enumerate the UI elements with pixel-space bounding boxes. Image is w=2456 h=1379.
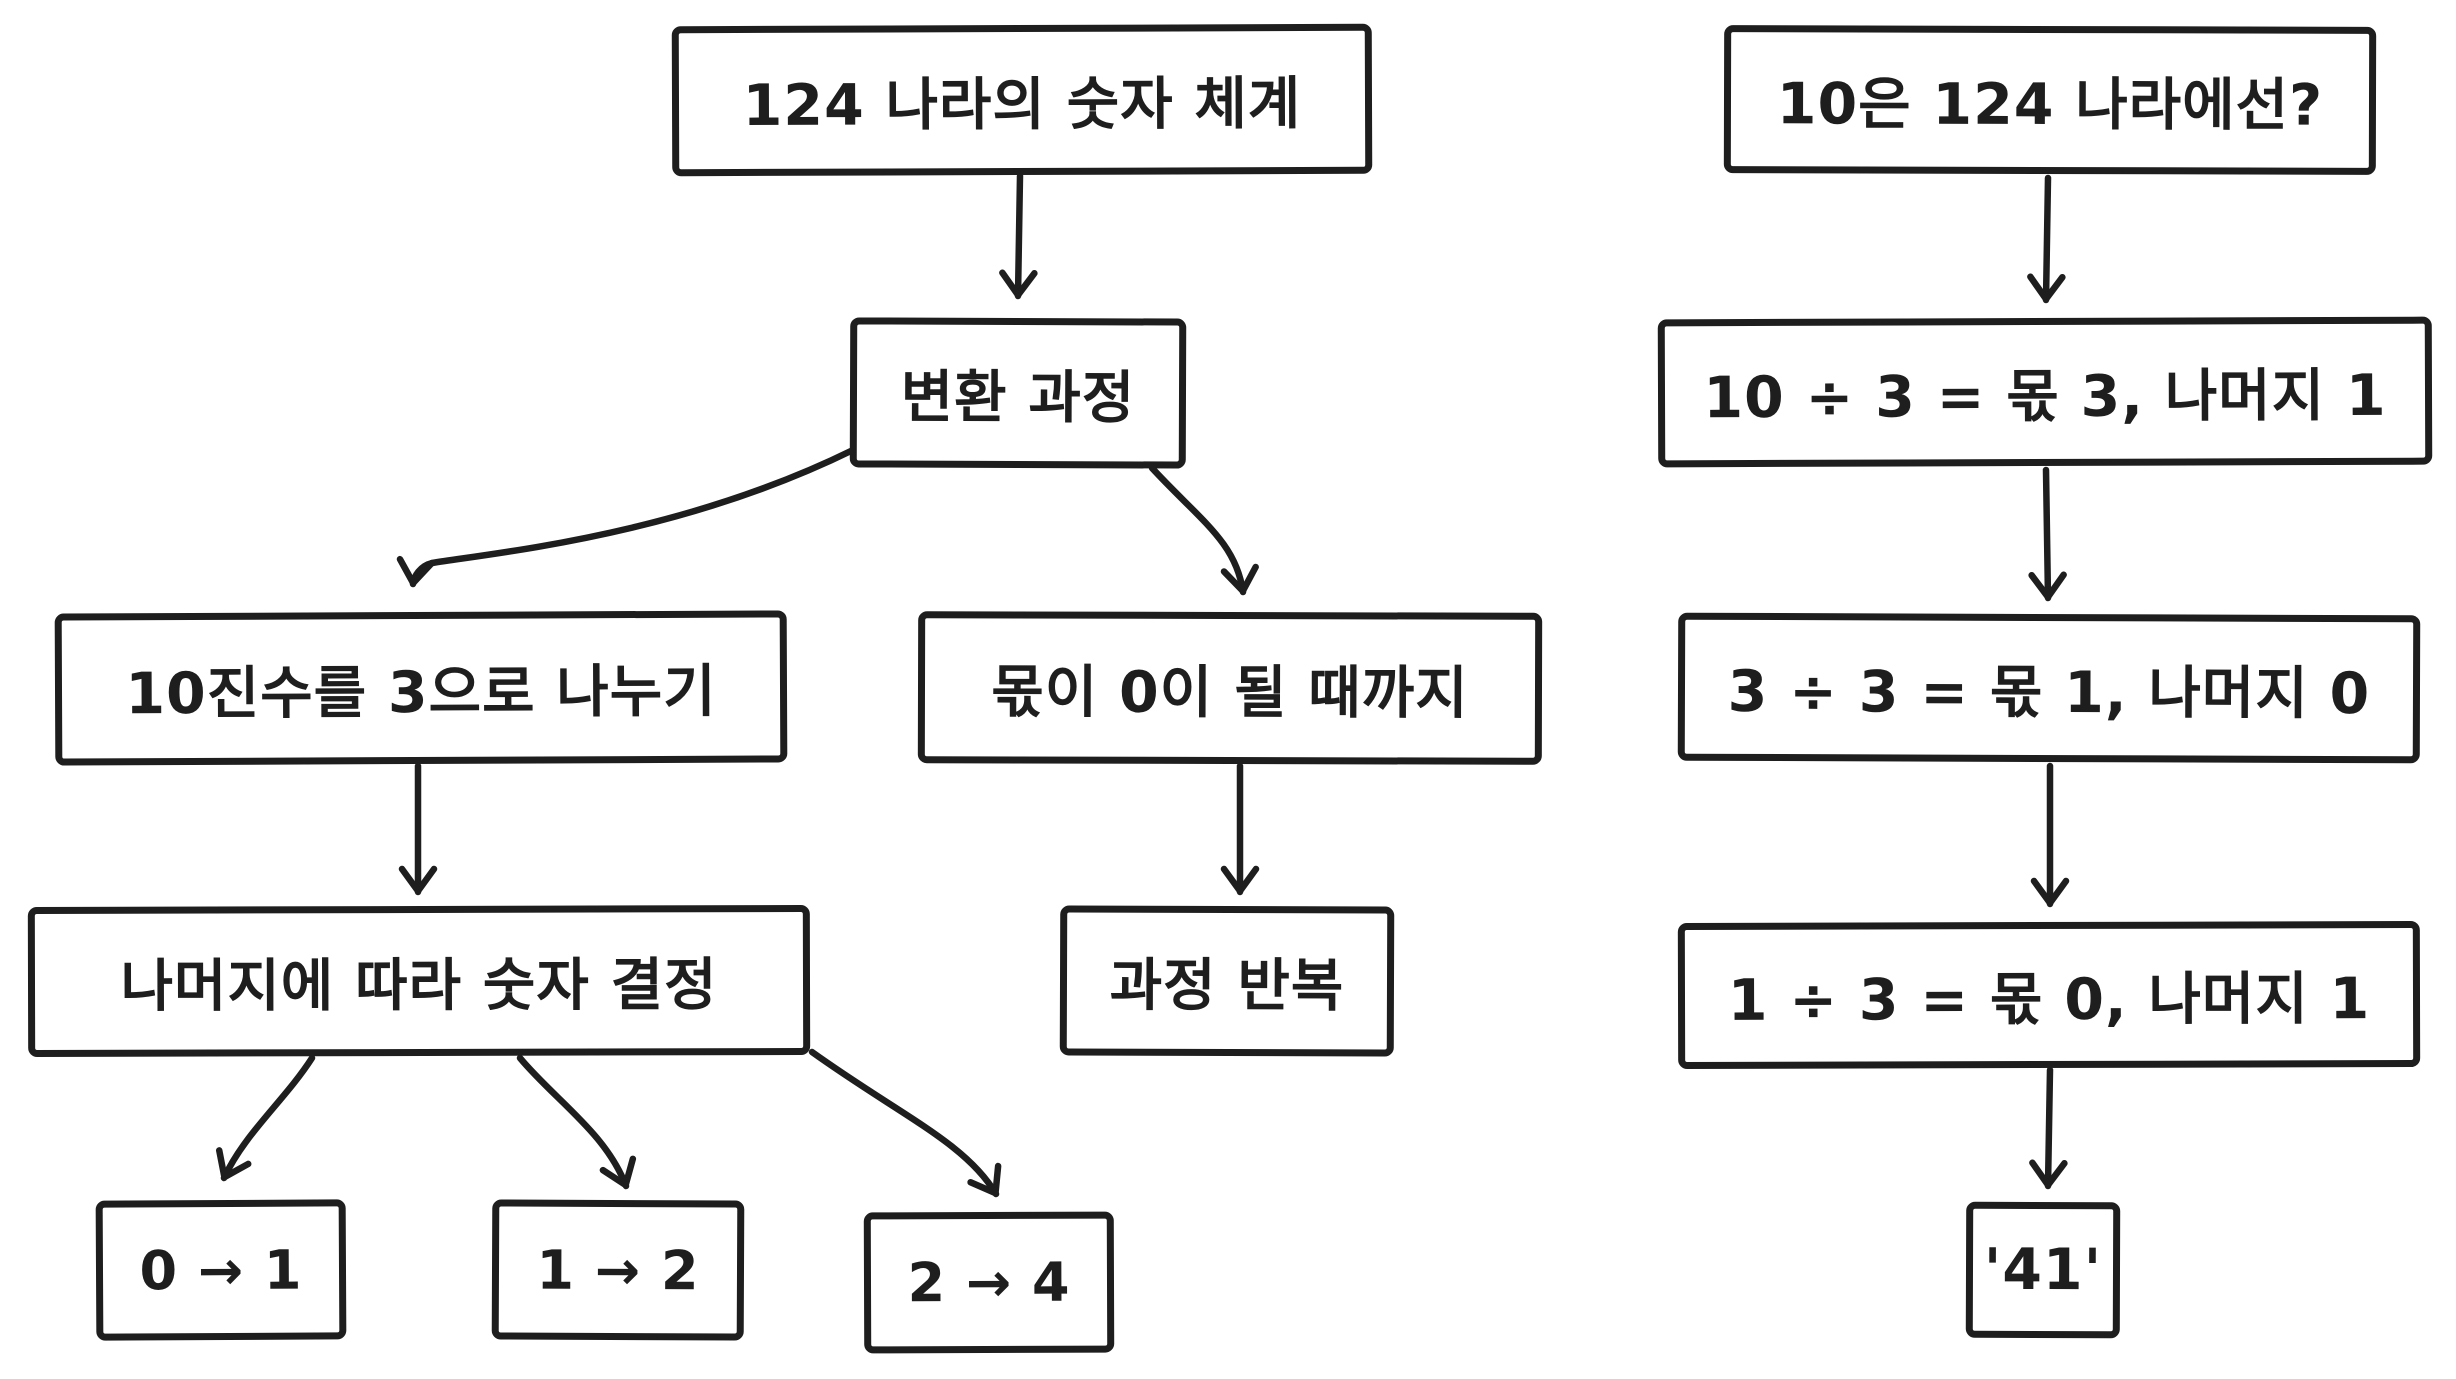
node-question-10-in-124-label: 10은 124 나라에선? (1776, 71, 2324, 139)
node-mapping-2-to-4-label: 2 → 4 (907, 1250, 1071, 1315)
arrow-step1-to-step2 (2028, 466, 2067, 602)
arrow-remainder-to-map1 (516, 1054, 637, 1190)
arrow-remainder-to-map2 (808, 1048, 1002, 1198)
node-mapping-0-to-1: 0 → 1 (95, 1199, 347, 1341)
node-mapping-2-to-4: 2 → 4 (863, 1211, 1115, 1354)
node-result-41: '41' (1965, 1201, 2121, 1339)
arrow-process-to-until-zero (1148, 464, 1259, 596)
node-mapping-1-to-2: 1 → 2 (491, 1199, 745, 1341)
arrow-title-to-process (999, 172, 1038, 300)
node-remainder-decides-digit: 나머지에 따라 숫자 결정 (27, 904, 811, 1058)
node-step-3-div-3-label: 3 ÷ 3 = 몫 1, 나머지 0 (1727, 658, 2371, 728)
node-repeat-process-label: 과정 반복 (1109, 952, 1345, 1020)
arrow-remainder-to-map0 (215, 1054, 316, 1182)
node-step-3-div-3: 3 ÷ 3 = 몫 1, 나머지 0 (1677, 612, 2421, 764)
node-divide-by-3: 10진수를 3으로 나누기 (54, 610, 788, 766)
arrow-process-to-divide (396, 446, 857, 588)
node-divide-by-3-label: 10진수를 3으로 나누기 (125, 658, 717, 728)
node-mapping-1-to-2-label: 1 → 2 (536, 1238, 700, 1302)
node-mapping-0-to-1-label: 0 → 1 (139, 1238, 303, 1302)
node-conversion-process-label: 변환 과정 (900, 364, 1136, 432)
node-result-41-label: '41' (1983, 1236, 2103, 1304)
arrow-question-to-step1 (2027, 174, 2066, 304)
node-conversion-process: 변환 과정 (849, 317, 1187, 469)
node-step-10-div-3-label: 10 ÷ 3 = 몫 3, 나머지 1 (1703, 362, 2387, 432)
node-step-1-div-3-label: 1 ÷ 3 = 몫 0, 나머지 1 (1727, 966, 2371, 1034)
node-question-10-in-124: 10은 124 나라에선? (1723, 25, 2377, 175)
node-number-system-title: 124 나라의 숫자 체계 (671, 23, 1373, 177)
node-step-10-div-3: 10 ÷ 3 = 몫 3, 나머지 1 (1657, 316, 2433, 468)
node-number-system-title-label: 124 나라의 숫자 체계 (742, 71, 1302, 139)
node-repeat-process: 과정 반복 (1059, 905, 1395, 1057)
node-until-quotient-zero: 몫이 0이 될 때까지 (917, 611, 1543, 765)
arrow-step3-to-result (2029, 1066, 2068, 1190)
node-remainder-decides-digit-label: 나머지에 따라 숫자 결정 (120, 952, 718, 1020)
node-until-quotient-zero-label: 몫이 0이 될 때까지 (991, 659, 1469, 727)
node-step-1-div-3: 1 ÷ 3 = 몫 0, 나머지 1 (1677, 921, 2421, 1069)
